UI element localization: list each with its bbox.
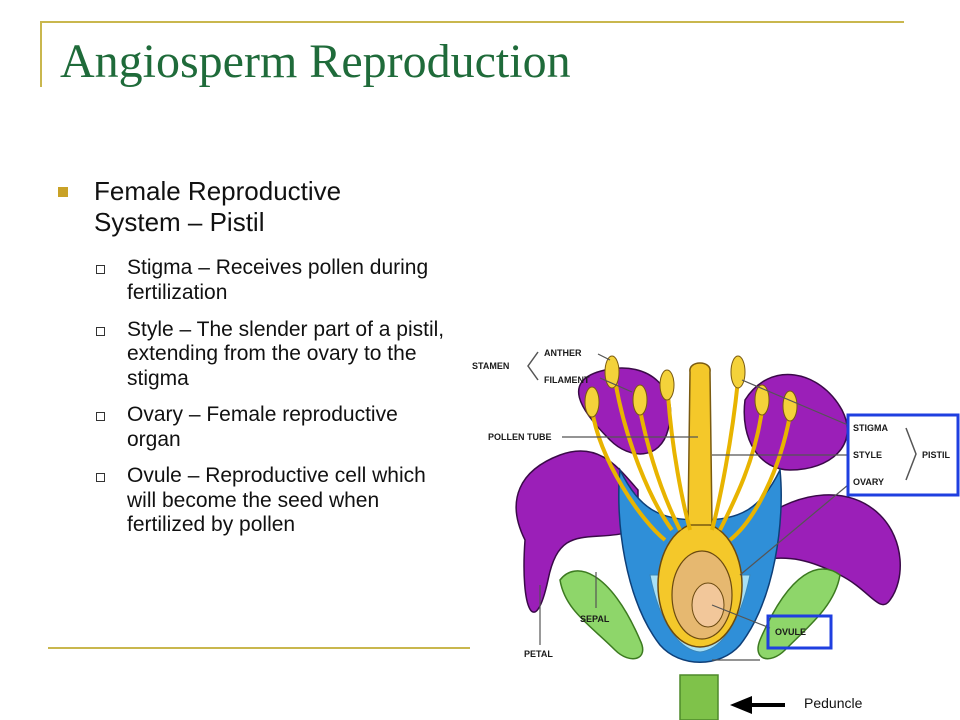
filament bbox=[613, 379, 674, 532]
hollow-square-bullet-icon bbox=[96, 473, 105, 483]
pistil-highlight-box bbox=[846, 413, 960, 497]
anther bbox=[604, 355, 620, 389]
filament bbox=[710, 379, 740, 531]
pollen-tube-label: POLLEN TUBE bbox=[488, 432, 552, 442]
ovary-label: OVARY bbox=[853, 477, 884, 487]
stigma-leader bbox=[741, 379, 849, 426]
filament bbox=[590, 409, 667, 542]
style-label: STYLE bbox=[853, 450, 882, 460]
pistil-bracket bbox=[905, 427, 917, 481]
sub-bullet-text: Ovule – Reproductive cell which will bec… bbox=[127, 464, 426, 537]
main-bullet-item: Female Reproductive System – Pistil bbox=[58, 176, 468, 238]
frame-left-line bbox=[40, 21, 42, 87]
stamen-bracket bbox=[527, 351, 539, 381]
filament bbox=[728, 414, 792, 542]
sub-bullet-item-style: Style – The slender part of a pistil, ex… bbox=[96, 318, 468, 392]
hollow-square-bullet-icon bbox=[96, 326, 105, 336]
anther bbox=[584, 386, 600, 418]
frame-top-line bbox=[40, 21, 904, 23]
sepal-left bbox=[559, 570, 644, 660]
sepal-right bbox=[757, 568, 841, 660]
pistil-label: PISTIL bbox=[922, 450, 951, 460]
stem-shape bbox=[679, 674, 719, 720]
anther bbox=[754, 384, 770, 416]
anther bbox=[659, 369, 675, 401]
sepal-label: SEPAL bbox=[580, 614, 610, 624]
ovule-label: OVULE bbox=[775, 627, 806, 637]
frame-bottom-line bbox=[48, 647, 470, 649]
filament bbox=[638, 409, 682, 531]
ovule-leader bbox=[711, 604, 771, 629]
petal-right-top bbox=[743, 373, 849, 471]
slide-title: Angiosperm Reproduction bbox=[60, 35, 571, 88]
sub-bullet-list: Stigma – Receives pollen during fertiliz… bbox=[96, 256, 468, 538]
petal-label: PETAL bbox=[524, 649, 553, 659]
bullet-content: Female Reproductive System – Pistil Stig… bbox=[58, 176, 468, 550]
sub-bullet-text: Stigma – Receives pollen during fertiliz… bbox=[127, 256, 429, 304]
ovary-leader bbox=[739, 484, 849, 576]
leader-lines bbox=[539, 353, 849, 661]
anther bbox=[632, 384, 648, 416]
petal-left bbox=[515, 450, 639, 613]
filament-label: FILAMENT bbox=[544, 375, 590, 385]
filament bbox=[718, 409, 764, 531]
filament bbox=[666, 394, 692, 531]
anther bbox=[730, 355, 746, 389]
anther bbox=[782, 390, 798, 422]
anther-leader bbox=[597, 353, 611, 361]
anther-label: ANTHER bbox=[544, 348, 582, 358]
petal-right bbox=[759, 494, 901, 606]
square-bullet-icon bbox=[58, 187, 68, 197]
sub-bullet-text: Style – The slender part of a pistil, ex… bbox=[127, 317, 445, 390]
ovule-highlight-box bbox=[766, 614, 833, 650]
hollow-square-bullet-icon bbox=[96, 412, 105, 422]
sub-bullet-item-ovary: Ovary – Female reproductive organ bbox=[96, 403, 468, 452]
sub-bullet-item-stigma: Stigma – Receives pollen during fertiliz… bbox=[96, 256, 468, 305]
filament-leader bbox=[599, 377, 633, 393]
sub-bullet-item-ovule: Ovule – Reproductive cell which will bec… bbox=[96, 464, 468, 538]
peduncle-arrow-icon bbox=[730, 696, 785, 714]
main-bullet-text: Female Reproductive System – Pistil bbox=[94, 176, 342, 238]
sub-bullet-text: Ovary – Female reproductive organ bbox=[127, 403, 398, 451]
stigma-label: STIGMA bbox=[853, 423, 888, 433]
stamen-label: STAMEN bbox=[472, 361, 509, 371]
peduncle-label: Peduncle bbox=[804, 695, 863, 711]
hollow-square-bullet-icon bbox=[96, 265, 105, 275]
petal-left-top bbox=[577, 367, 672, 455]
style-shape bbox=[687, 362, 713, 526]
ovule-shape bbox=[691, 582, 725, 628]
